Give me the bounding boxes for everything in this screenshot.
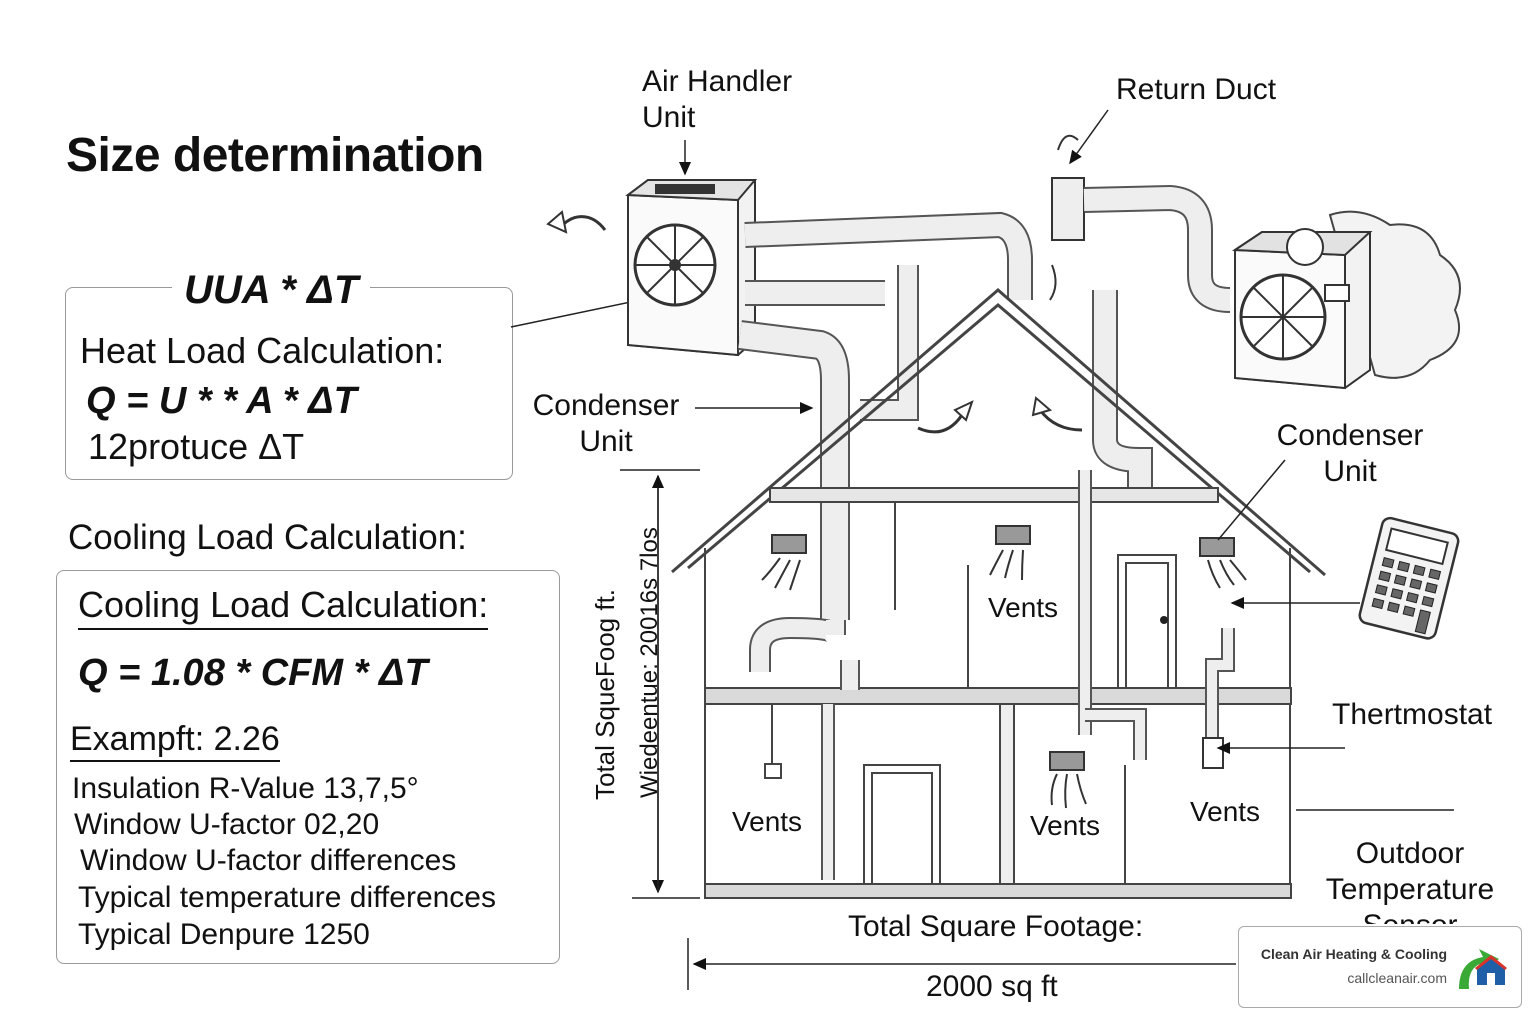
heat-box-connector bbox=[510, 299, 641, 328]
ground-floor bbox=[704, 883, 1292, 899]
outdoor-sensor-label: Outdoor Temperature Sensor bbox=[1325, 837, 1495, 924]
example-heading: Exampft: 2.26 bbox=[70, 720, 280, 762]
total-sqft-value: 2000 sq ft bbox=[926, 970, 1058, 1003]
heat-load-label: Heat Load Calculation: bbox=[80, 330, 445, 371]
vent-grille-icon bbox=[771, 525, 1235, 771]
page-title: Size determination bbox=[66, 129, 484, 182]
condenser-label-left: Condenser Unit bbox=[532, 389, 680, 458]
brand-card[interactable]: Clean Air Heating & Cooling callcleanair… bbox=[1238, 926, 1522, 1008]
vertical-label-dimension: Wiedeentue: 20016s 7los bbox=[636, 527, 663, 798]
spec-item: Window U-factor differences bbox=[80, 844, 457, 877]
heat-load-note: 12protuce ΔT bbox=[88, 426, 305, 467]
cooling-load-heading: Cooling Load Calculation: bbox=[68, 518, 467, 557]
air-handler-unit-icon bbox=[625, 179, 758, 357]
vents-label: Vents bbox=[988, 592, 1059, 623]
cooling-box-title: Cooling Load Calculation: bbox=[78, 584, 489, 630]
cooling-load-equation: Q = 1.08 * CFM * ΔT bbox=[78, 652, 428, 694]
vents-label: Vents bbox=[1190, 796, 1261, 827]
spec-item: Insulation R-Value 13,7,5° bbox=[72, 772, 419, 805]
cooling-load-box bbox=[56, 570, 560, 964]
heat-load-box bbox=[65, 287, 513, 480]
brand-logo-icon bbox=[1459, 949, 1507, 989]
spec-item: Typical Denpure 1250 bbox=[78, 918, 370, 951]
heat-formula-header: UUA * ΔT bbox=[172, 268, 371, 313]
return-duct-icon bbox=[1049, 134, 1231, 488]
airflow-arrow-icon bbox=[1038, 409, 1083, 432]
thermostat-icon bbox=[1202, 737, 1224, 769]
attic-floor bbox=[769, 487, 1219, 503]
brand-name: Clean Air Heating & Cooling bbox=[1260, 946, 1447, 962]
vents-label: Vents bbox=[1030, 810, 1101, 841]
brand-url[interactable]: callcleanair.com bbox=[1347, 970, 1447, 986]
spec-item: Typical temperature differences bbox=[78, 881, 496, 914]
mid-floor bbox=[704, 687, 1292, 705]
thermostat-label: Thertmostat bbox=[1332, 698, 1493, 731]
condenser-unit-icon bbox=[1231, 210, 1461, 390]
condenser-label-right: Condenser Unit bbox=[1276, 419, 1424, 488]
total-sqft-label: Total Square Footage: bbox=[848, 910, 1144, 943]
spec-item: Window U-factor 02,20 bbox=[74, 808, 380, 841]
vents-label: Vents bbox=[732, 806, 803, 837]
airflow-arrow-icon bbox=[558, 215, 607, 231]
airflow-arrow-icon bbox=[917, 414, 964, 434]
heat-load-equation: Q = U * * A * ΔT bbox=[86, 380, 357, 422]
house-roof bbox=[671, 288, 1326, 577]
vertical-label-sqft: Total SqueFoog ft. bbox=[590, 588, 620, 800]
return-duct-label: Return Duct bbox=[1116, 73, 1277, 106]
air-handler-label: Air Handler Unit bbox=[642, 65, 793, 134]
height-dimension bbox=[620, 469, 700, 899]
calculator-icon bbox=[1358, 516, 1460, 640]
